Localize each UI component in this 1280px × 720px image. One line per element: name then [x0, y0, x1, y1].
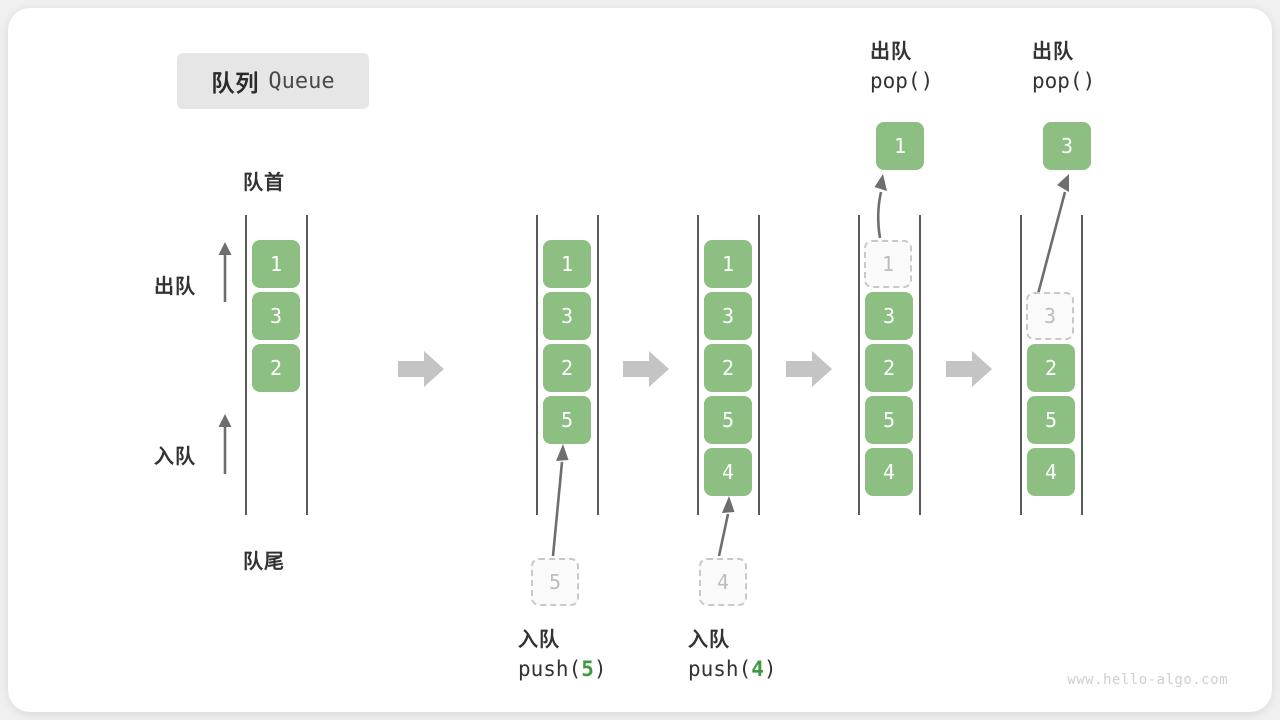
stage-5-tile-4: 4 [1027, 448, 1075, 496]
site-watermark: www.hello-algo.com [1067, 672, 1228, 688]
stage-4-code-prefix: pop( [870, 69, 921, 93]
stage-2-code-prefix: push( [518, 657, 582, 681]
stage-4-rail-left [858, 215, 860, 515]
stage-2-rail-right [597, 215, 599, 515]
dequeue-direction-arrow-icon [218, 242, 232, 302]
stage-3-tile-1: 3 [704, 292, 752, 340]
stage-3-rail-left [697, 215, 699, 515]
stage-3-caption-code: push(4) [688, 653, 777, 686]
stage-2-code-arg: 5 [581, 657, 594, 681]
stage-4-caption-chinese: 出队 [870, 41, 912, 63]
stage-5-caption-chinese: 出队 [1032, 41, 1074, 63]
stage-5-tile-3: 5 [1027, 396, 1075, 444]
stage-3-code-prefix: push( [688, 657, 752, 681]
queue-head-label: 队首 [243, 172, 285, 194]
queue-tail-label: 队尾 [243, 551, 285, 573]
stage-4-tile-0-ghost: 1 [864, 240, 912, 288]
stage-2-caption-chinese: 入队 [518, 629, 560, 651]
stage-5-caption: 出队 pop() [1032, 40, 1095, 98]
diagram-title-badge: 队列 Queue [177, 53, 369, 109]
flow-arrow-2 [623, 351, 669, 387]
stage-1-tile-0: 1 [252, 240, 300, 288]
stage-5-rail-right [1081, 215, 1083, 515]
stage-3-incoming-ghost-tile: 4 [699, 558, 747, 606]
stage-3-caption: 入队 push(4) [688, 628, 777, 686]
stage-2-push-arrow-icon [551, 444, 569, 557]
stage-4-rail-right [919, 215, 921, 515]
title-chinese: 队列 [211, 70, 260, 96]
flow-arrow-4 [946, 351, 992, 387]
stage-2-tile-0: 1 [543, 240, 591, 288]
stage-2-rail-left [536, 215, 538, 515]
flow-arrow-3 [786, 351, 832, 387]
stage-3-tile-0: 1 [704, 240, 752, 288]
stage-5-tile-2: 2 [1027, 344, 1075, 392]
stage-4-tile-2: 2 [865, 344, 913, 392]
stage-3-tile-4: 4 [704, 448, 752, 496]
enqueue-direction-label: 入队 [154, 446, 196, 468]
stage-4-caption: 出队 pop() [870, 40, 933, 98]
stage-5-rail-left [1020, 215, 1022, 515]
stage-4-pop-arrow-icon [874, 174, 887, 239]
flow-arrow-1 [398, 351, 444, 387]
stage-5-code-suffix: ) [1082, 69, 1096, 93]
stage-1-tile-2: 2 [252, 344, 300, 392]
enqueue-direction-arrow-icon [218, 414, 232, 474]
stage-3-tile-2: 2 [704, 344, 752, 392]
stage-2-tile-2: 2 [543, 344, 591, 392]
dequeue-direction-label: 出队 [154, 276, 196, 298]
stage-2-caption: 入队 push(5) [518, 628, 607, 686]
stage-4-code-suffix: ) [920, 69, 934, 93]
stage-2-code-suffix: ) [593, 657, 607, 681]
stage-5-caption-code: pop() [1032, 65, 1095, 98]
stage-3-code-arg: 4 [751, 657, 764, 681]
stage-1-rail-left [245, 215, 247, 515]
stage-2-caption-code: push(5) [518, 653, 607, 686]
stage-2-tile-1: 3 [543, 292, 591, 340]
stage-5-tile-1-ghost: 3 [1026, 292, 1074, 340]
stage-3-code-suffix: ) [763, 657, 777, 681]
stage-1-tile-1: 3 [252, 292, 300, 340]
stage-4-popped-tile: 1 [876, 122, 924, 170]
stage-5-code-prefix: pop( [1032, 69, 1083, 93]
stage-3-tile-3: 5 [704, 396, 752, 444]
stage-5-pop-arrow-icon [1036, 174, 1069, 295]
diagram-card: 队列 Queue 队首 队尾 出队 入队 1 3 2 1 [8, 8, 1272, 712]
title-english: Queue [268, 68, 335, 94]
stage-3-caption-chinese: 入队 [688, 629, 730, 651]
stage-4-tile-1: 3 [865, 292, 913, 340]
stage-2-incoming-ghost-tile: 5 [531, 558, 579, 606]
stage-3-rail-right [758, 215, 760, 515]
stage-4-tile-3: 5 [865, 396, 913, 444]
stage-4-caption-code: pop() [870, 65, 933, 98]
stage-1-rail-right [306, 215, 308, 515]
stage-3-push-arrow-icon [717, 496, 735, 557]
stage-4-tile-4: 4 [865, 448, 913, 496]
stage-2-tile-3: 5 [543, 396, 591, 444]
stage-5-popped-tile: 3 [1043, 122, 1091, 170]
